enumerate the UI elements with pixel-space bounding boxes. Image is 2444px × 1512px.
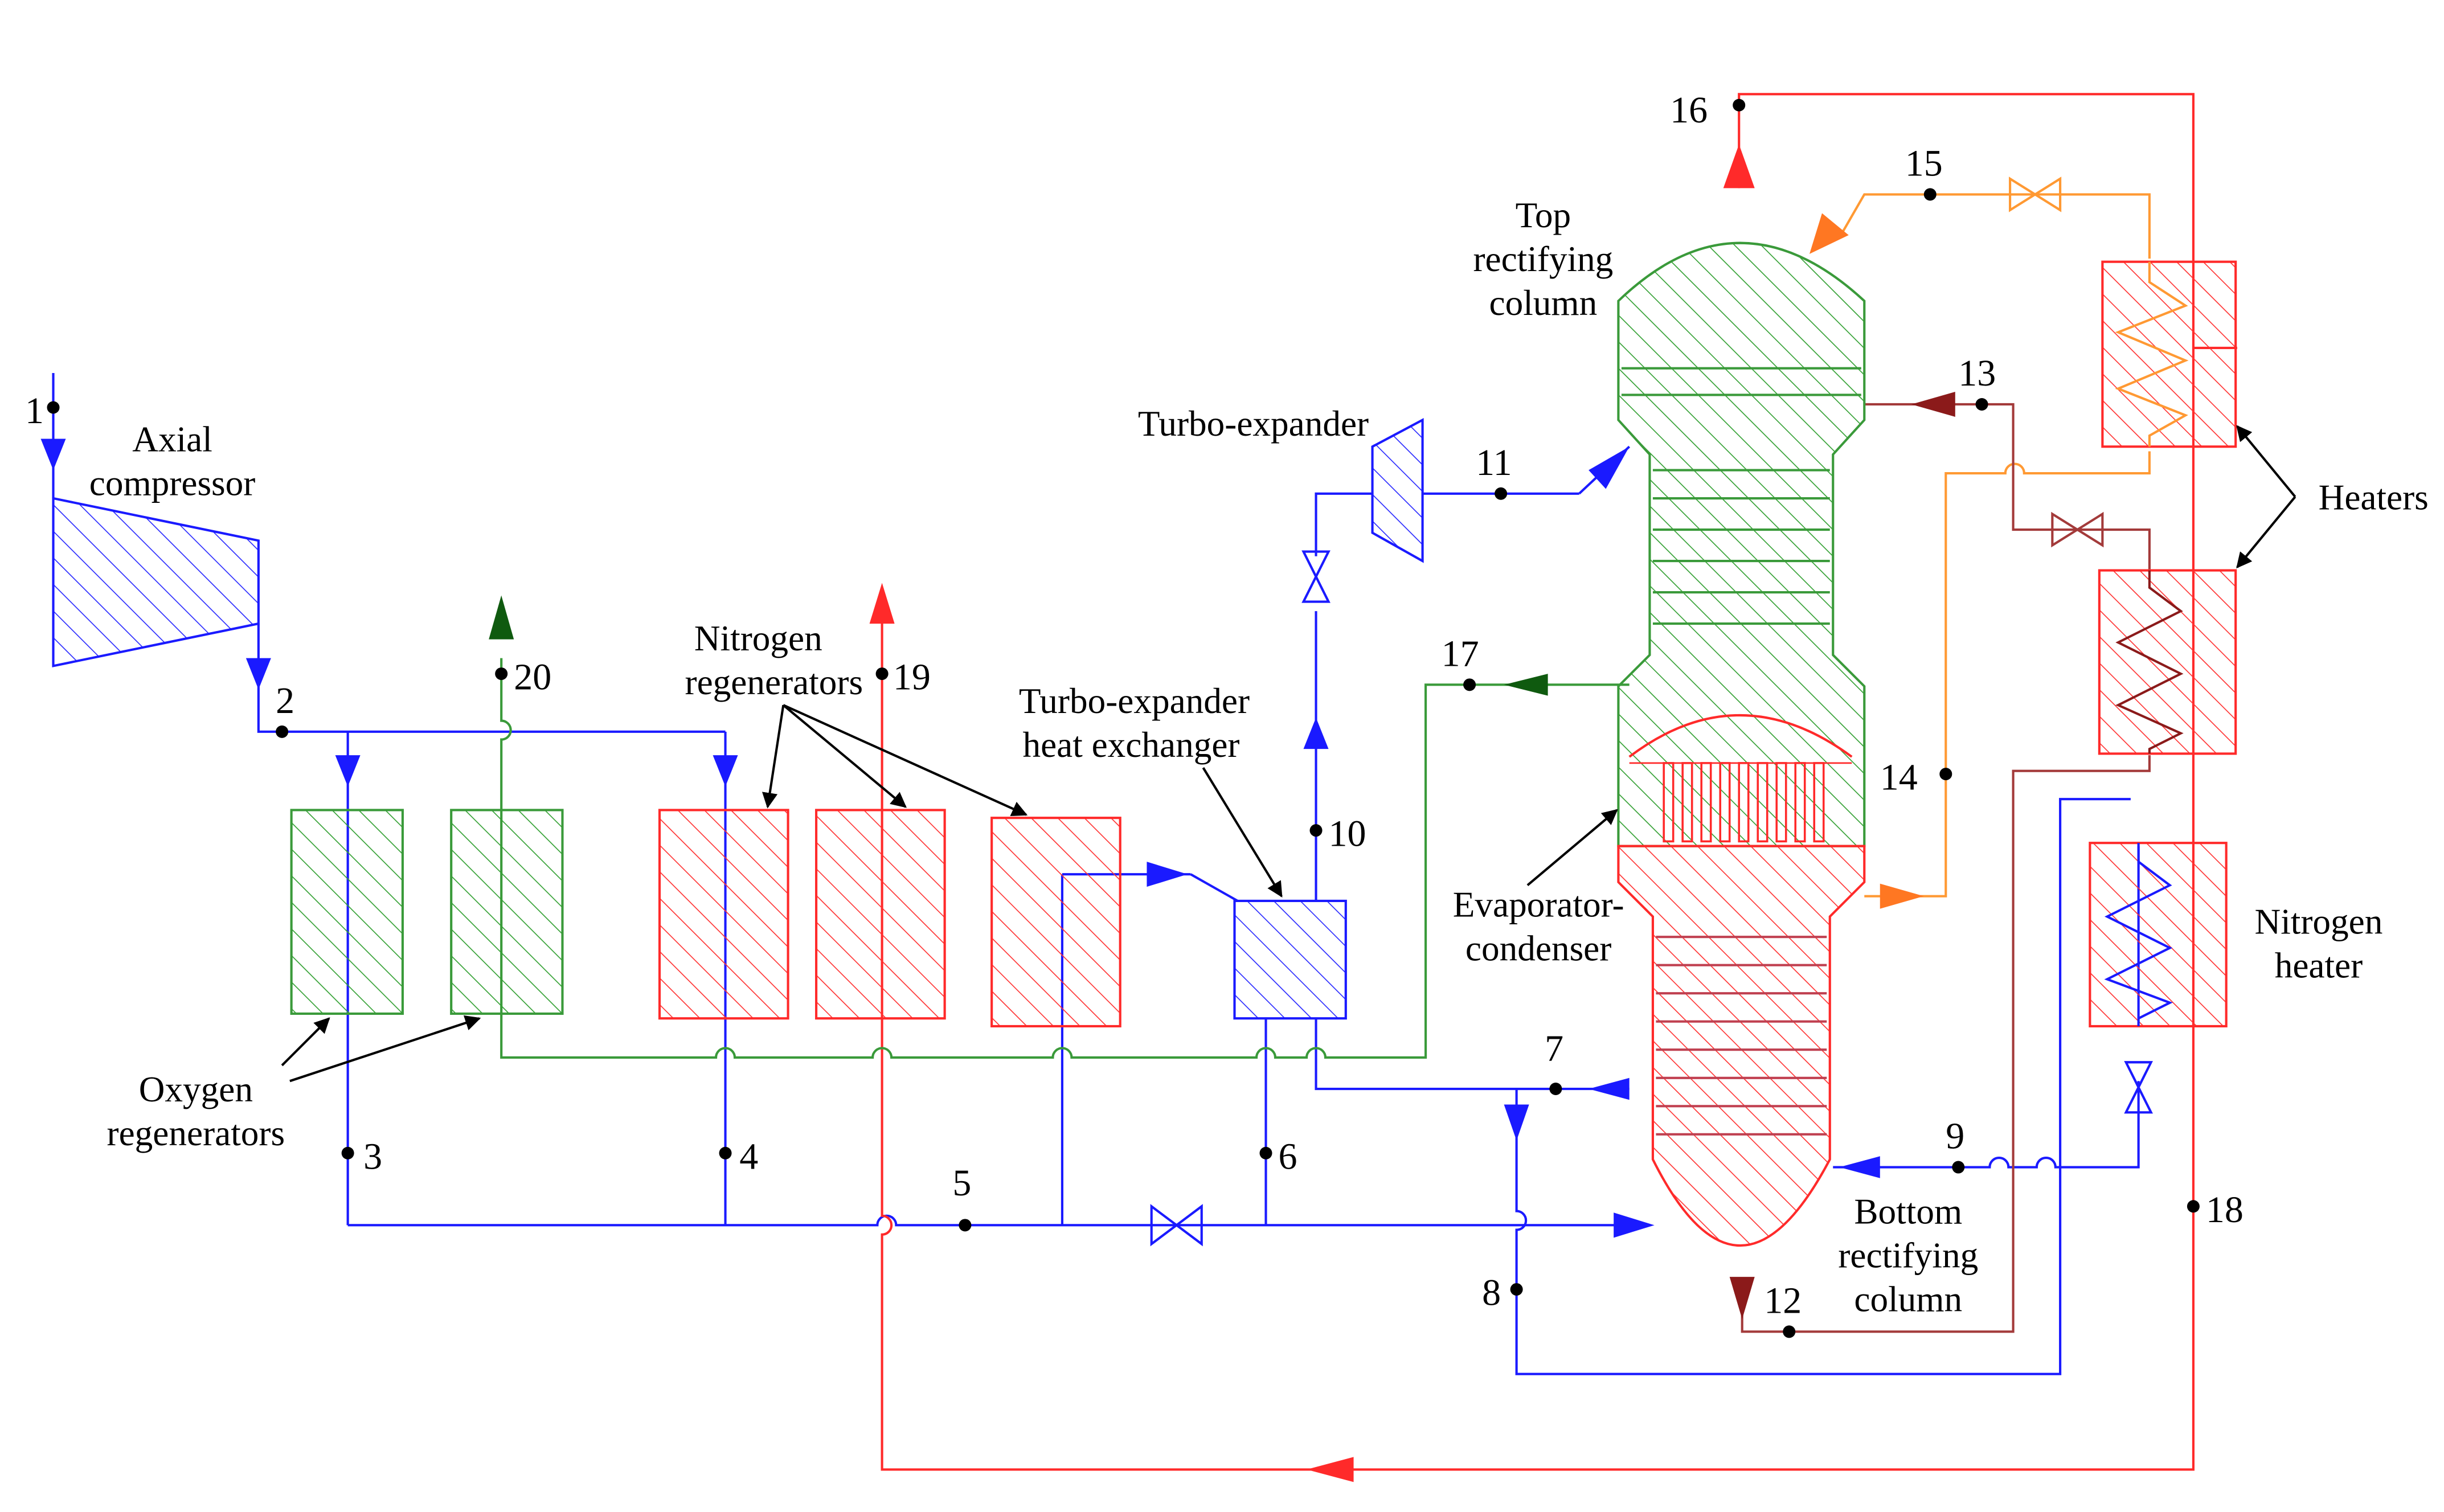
- label-top-column-1: Top: [1516, 195, 1571, 235]
- heater-top: [2101, 260, 2237, 448]
- valve-icon: [2051, 511, 2104, 548]
- label-axial-compressor-2: compressor: [89, 464, 256, 503]
- point-17: 17: [1442, 633, 1479, 674]
- axial-compressor: [52, 497, 260, 667]
- top-rectifying-column: [1617, 241, 1866, 847]
- point-5: 5: [952, 1162, 971, 1204]
- valve-icon: [2009, 177, 2062, 212]
- point-1: 1: [25, 390, 44, 432]
- point-20: 20: [514, 657, 551, 698]
- nitrogen-regenerators: [658, 809, 1121, 1028]
- point-4: 4: [739, 1136, 758, 1177]
- oxygen-regenerators: [290, 809, 564, 1015]
- component-labels: Axial compressor Turbo-expander Top rect…: [89, 195, 2429, 1319]
- point-7: 7: [1545, 1027, 1563, 1069]
- point-15: 15: [1905, 142, 1943, 184]
- label-oxygen-regenerators-1: Oxygen: [139, 1070, 253, 1109]
- valve-icon: [1150, 1204, 1203, 1247]
- point-8: 8: [1482, 1272, 1501, 1314]
- label-heaters: Heaters: [2319, 477, 2429, 517]
- point-6: 6: [1279, 1136, 1297, 1177]
- label-bottom-column-2: rectifying: [1838, 1236, 1978, 1276]
- point-16: 16: [1670, 89, 1708, 131]
- turbo-expander-heat-exchanger: [1233, 899, 1347, 1020]
- leader-lines: [281, 425, 2296, 1083]
- label-te-hx-2: heat exchanger: [1022, 725, 1239, 765]
- point-3: 3: [363, 1136, 382, 1177]
- label-te-hx-1: Turbo-expander: [1019, 681, 1250, 721]
- label-bottom-column-3: column: [1854, 1280, 1962, 1320]
- nitrogen-heater: [2089, 842, 2228, 1028]
- valve-icon: [2124, 1061, 2153, 1114]
- point-11: 11: [1476, 442, 1512, 483]
- point-13: 13: [1958, 353, 1996, 394]
- point-2: 2: [276, 680, 294, 722]
- label-evaporator-condenser-1: Evaporator-: [1453, 884, 1624, 924]
- dark-red-pipes: [1741, 403, 2151, 1333]
- point-14: 14: [1880, 757, 1918, 798]
- valve-icon: [1301, 550, 1331, 603]
- label-evaporator-condenser-2: condenser: [1465, 928, 1611, 968]
- label-oxygen-regenerators-2: regenerators: [107, 1113, 285, 1153]
- point-19: 19: [893, 657, 931, 698]
- label-nitrogen-regenerators-1: Nitrogen: [694, 618, 822, 658]
- bottom-rectifying-column: [1617, 845, 1866, 1247]
- state-points: [47, 99, 2200, 1338]
- label-axial-compressor-1: Axial: [132, 420, 212, 460]
- point-18: 18: [2206, 1189, 2244, 1231]
- point-12: 12: [1764, 1280, 1802, 1321]
- point-10: 10: [1329, 813, 1366, 855]
- label-nitrogen-heater-2: heater: [2275, 946, 2363, 986]
- label-nitrogen-regenerators-2: regenerators: [685, 662, 863, 702]
- point-9: 9: [1946, 1116, 1964, 1157]
- flow-arrows: [40, 144, 1955, 1482]
- label-turbo-expander: Turbo-expander: [1138, 404, 1369, 444]
- heater-bottom: [2098, 569, 2237, 755]
- label-top-column-3: column: [1489, 283, 1598, 323]
- label-nitrogen-heater-1: Nitrogen: [2255, 902, 2383, 942]
- evaporator-condenser: [1628, 714, 1853, 843]
- label-top-column-2: rectifying: [1473, 239, 1613, 279]
- turbo-expander: [1371, 418, 1424, 563]
- point-numbers: 1 2 3 4 5 6 7 8 9 10 11 12 13 14 15 16 1…: [25, 89, 2244, 1321]
- label-bottom-column-1: Bottom: [1854, 1192, 1962, 1232]
